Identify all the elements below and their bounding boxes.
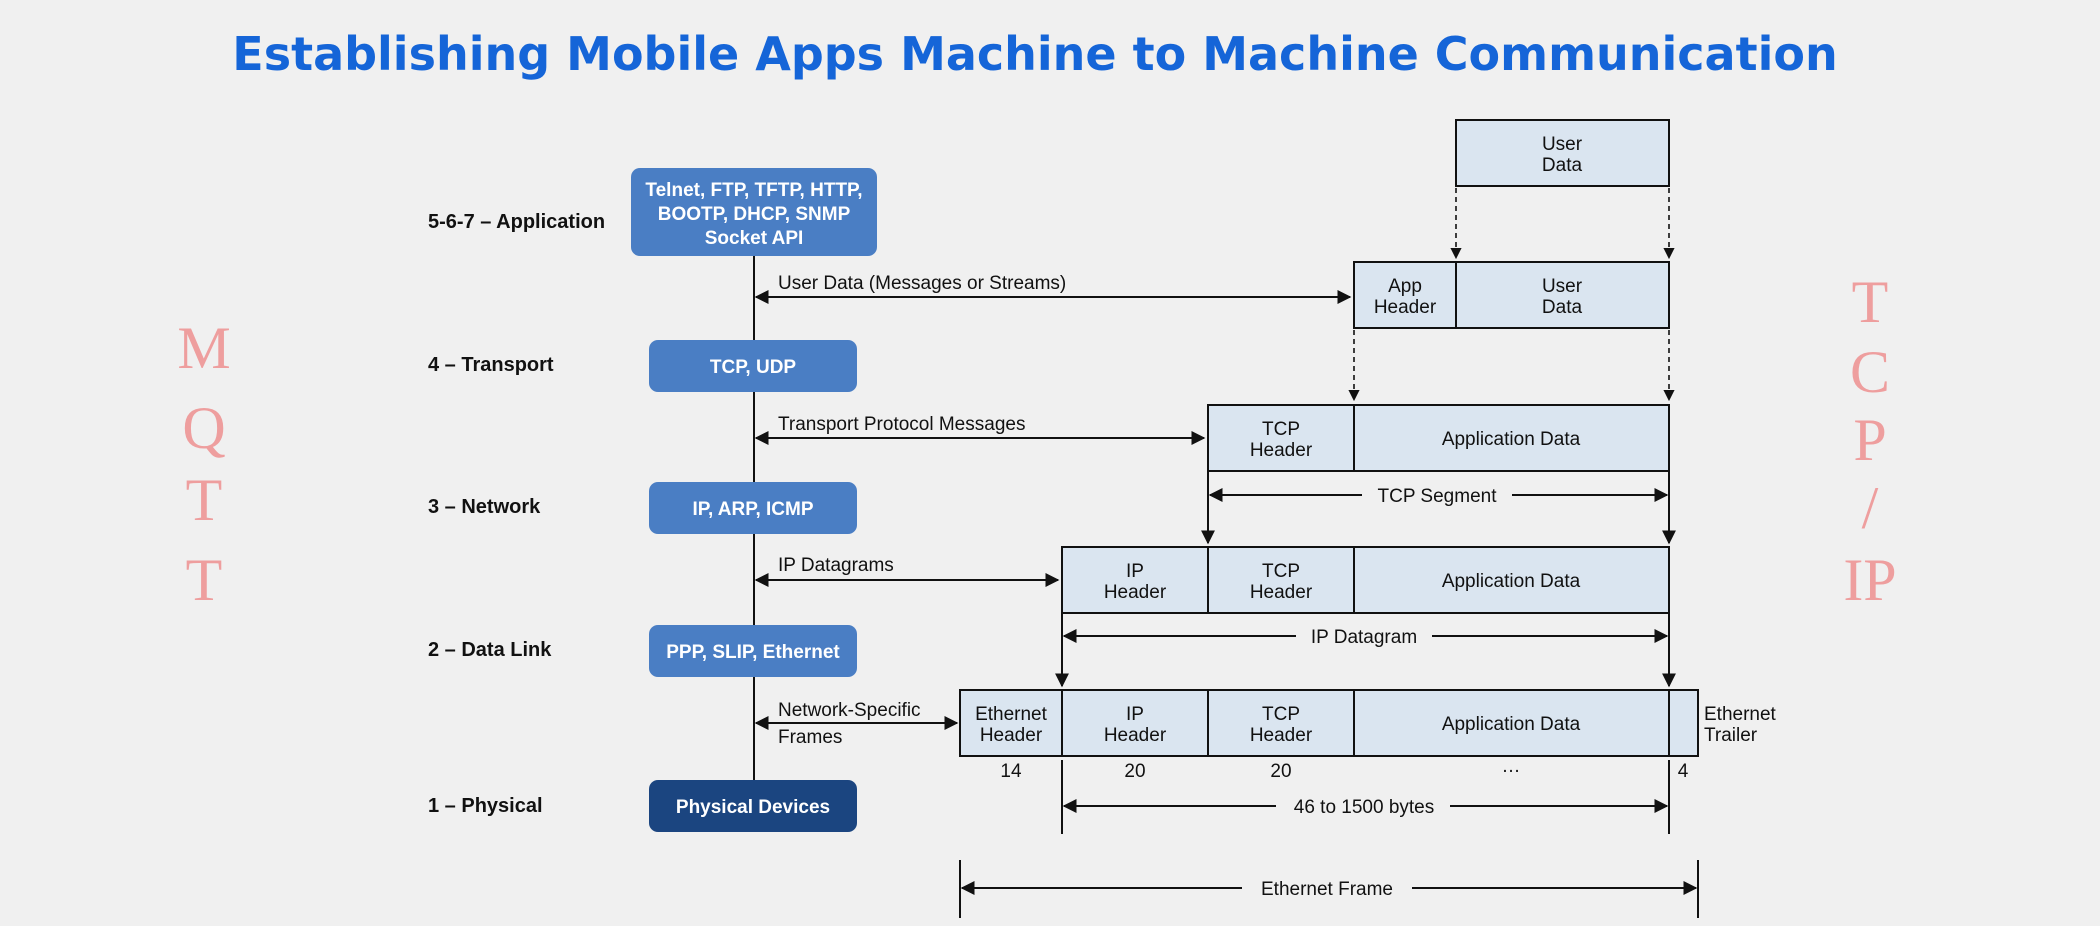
side-letter: / bbox=[1862, 475, 1879, 541]
byte-size: 4 bbox=[1678, 761, 1689, 782]
protocol-text: PPP, SLIP, Ethernet bbox=[666, 642, 840, 663]
protocol-box-network: IP, ARP, ICMP bbox=[649, 482, 857, 534]
cell-text: Header bbox=[1250, 725, 1313, 746]
cell-text: TCP bbox=[1262, 419, 1300, 440]
flow-transport-messages: Transport Protocol Messages bbox=[754, 414, 1206, 445]
protocol-text: IP, ARP, ICMP bbox=[692, 499, 813, 520]
byte-size: 20 bbox=[1270, 761, 1291, 782]
trailer-label: Ethernet bbox=[1704, 704, 1777, 725]
flow-ip-datagrams: IP Datagrams bbox=[754, 555, 1060, 587]
flow-label: IP Datagrams bbox=[778, 555, 894, 576]
layer-label-application: 5-6-7 – Application bbox=[428, 211, 605, 233]
flow-label: Transport Protocol Messages bbox=[778, 414, 1025, 435]
cell-text: Header bbox=[1250, 440, 1313, 461]
protocol-box-application: Telnet, FTP, TFTP, HTTP, BOOTP, DHCP, SN… bbox=[631, 168, 877, 256]
span-payload-range: 46 to 1500 bytes bbox=[1061, 760, 1670, 834]
cell-ethernet-header bbox=[959, 689, 1063, 757]
byte-size: 14 bbox=[1000, 761, 1022, 782]
packet-row-transport: TCP Header Application Data bbox=[1207, 404, 1670, 472]
flow-label: Network-Specific bbox=[778, 700, 921, 721]
cell-text: Data bbox=[1542, 297, 1583, 318]
side-letter: M bbox=[177, 315, 230, 381]
cell-application-data bbox=[1353, 689, 1670, 757]
side-label-tcp-ip: T C P / IP bbox=[1843, 269, 1896, 613]
protocol-text: Telnet, FTP, TFTP, HTTP, bbox=[645, 180, 862, 201]
cell-user-data bbox=[1455, 119, 1670, 187]
span-label: Ethernet Frame bbox=[1261, 879, 1393, 900]
flow-user-data: User Data (Messages or Streams) bbox=[754, 273, 1352, 304]
side-letter: Q bbox=[182, 395, 225, 461]
protocol-box-physical: Physical Devices bbox=[649, 780, 857, 832]
packet-row-data-link: Ethernet Header IP Header TCP Header App… bbox=[959, 689, 1777, 757]
cell-tcp-header bbox=[1207, 689, 1355, 757]
flow-network-frames: Network-Specific Frames bbox=[754, 700, 959, 748]
cell-application-data bbox=[1353, 546, 1670, 614]
cell-user-data bbox=[1455, 261, 1670, 329]
flow-label: User Data (Messages or Streams) bbox=[778, 273, 1066, 294]
protocol-text: Physical Devices bbox=[676, 797, 830, 818]
byte-sizes: 14 20 20 … 4 bbox=[1000, 756, 1688, 782]
flow-label: Frames bbox=[778, 727, 842, 748]
protocol-box-data-link: PPP, SLIP, Ethernet bbox=[649, 625, 857, 677]
cell-ip-header bbox=[1061, 689, 1209, 757]
cell-text: User bbox=[1542, 276, 1583, 297]
layer-label-physical: 1 – Physical bbox=[428, 795, 543, 817]
side-label-mqtt: M Q T T bbox=[177, 315, 230, 613]
cell-text: Application Data bbox=[1442, 571, 1581, 592]
protocol-text: BOOTP, DHCP, SNMP bbox=[658, 204, 851, 225]
cell-text: Application Data bbox=[1442, 429, 1581, 450]
cell-text: Header bbox=[1250, 582, 1313, 603]
packet-row-network: IP Header TCP Header Application Data bbox=[1061, 546, 1670, 614]
cell-text: Header bbox=[980, 725, 1043, 746]
trailer-label: Trailer bbox=[1704, 725, 1758, 746]
cell-text: Data bbox=[1542, 155, 1583, 176]
side-letter: T bbox=[186, 467, 223, 533]
protocol-text: TCP, UDP bbox=[710, 357, 797, 378]
packet-row-user-data: User Data bbox=[1455, 119, 1670, 187]
cell-ip-header bbox=[1061, 546, 1209, 614]
cell-ethernet-trailer bbox=[1668, 689, 1699, 757]
cell-text: App bbox=[1388, 276, 1422, 297]
cell-text: IP bbox=[1126, 704, 1144, 725]
layer-label-transport: 4 – Transport bbox=[428, 354, 554, 376]
span-tcp-segment: TCP Segment bbox=[1208, 486, 1669, 507]
cell-text: User bbox=[1542, 134, 1583, 155]
cell-text: IP bbox=[1126, 561, 1144, 582]
side-letter: T bbox=[1852, 269, 1889, 335]
cell-text: TCP bbox=[1262, 561, 1300, 582]
cell-text: Ethernet bbox=[975, 704, 1048, 725]
layer-label-network: 3 – Network bbox=[428, 496, 541, 518]
span-label: 46 to 1500 bytes bbox=[1294, 797, 1435, 818]
span-label: IP Datagram bbox=[1311, 627, 1417, 648]
cell-application-data bbox=[1353, 404, 1670, 472]
side-letter: C bbox=[1850, 339, 1890, 405]
side-letter: T bbox=[186, 547, 223, 613]
packet-row-application: App Header User Data bbox=[1353, 261, 1670, 329]
span-ip-datagram: IP Datagram bbox=[1062, 627, 1669, 648]
protocol-text: Socket API bbox=[705, 228, 804, 249]
cell-text: TCP bbox=[1262, 704, 1300, 725]
byte-size: 20 bbox=[1124, 761, 1145, 782]
cell-text: Header bbox=[1374, 297, 1437, 318]
protocol-box-transport: TCP, UDP bbox=[649, 340, 857, 392]
cell-text: Header bbox=[1104, 725, 1167, 746]
cell-text: Application Data bbox=[1442, 714, 1581, 735]
page-title: Establishing Mobile Apps Machine to Mach… bbox=[232, 27, 1837, 81]
byte-size: … bbox=[1502, 756, 1521, 777]
span-label: TCP Segment bbox=[1378, 486, 1498, 507]
side-letter: P bbox=[1853, 407, 1886, 473]
side-letter: IP bbox=[1843, 547, 1896, 613]
cell-app-header bbox=[1353, 261, 1457, 329]
cell-text: Header bbox=[1104, 582, 1167, 603]
layer-label-data-link: 2 – Data Link bbox=[428, 639, 552, 661]
span-ethernet-frame: Ethernet Frame bbox=[959, 860, 1699, 918]
